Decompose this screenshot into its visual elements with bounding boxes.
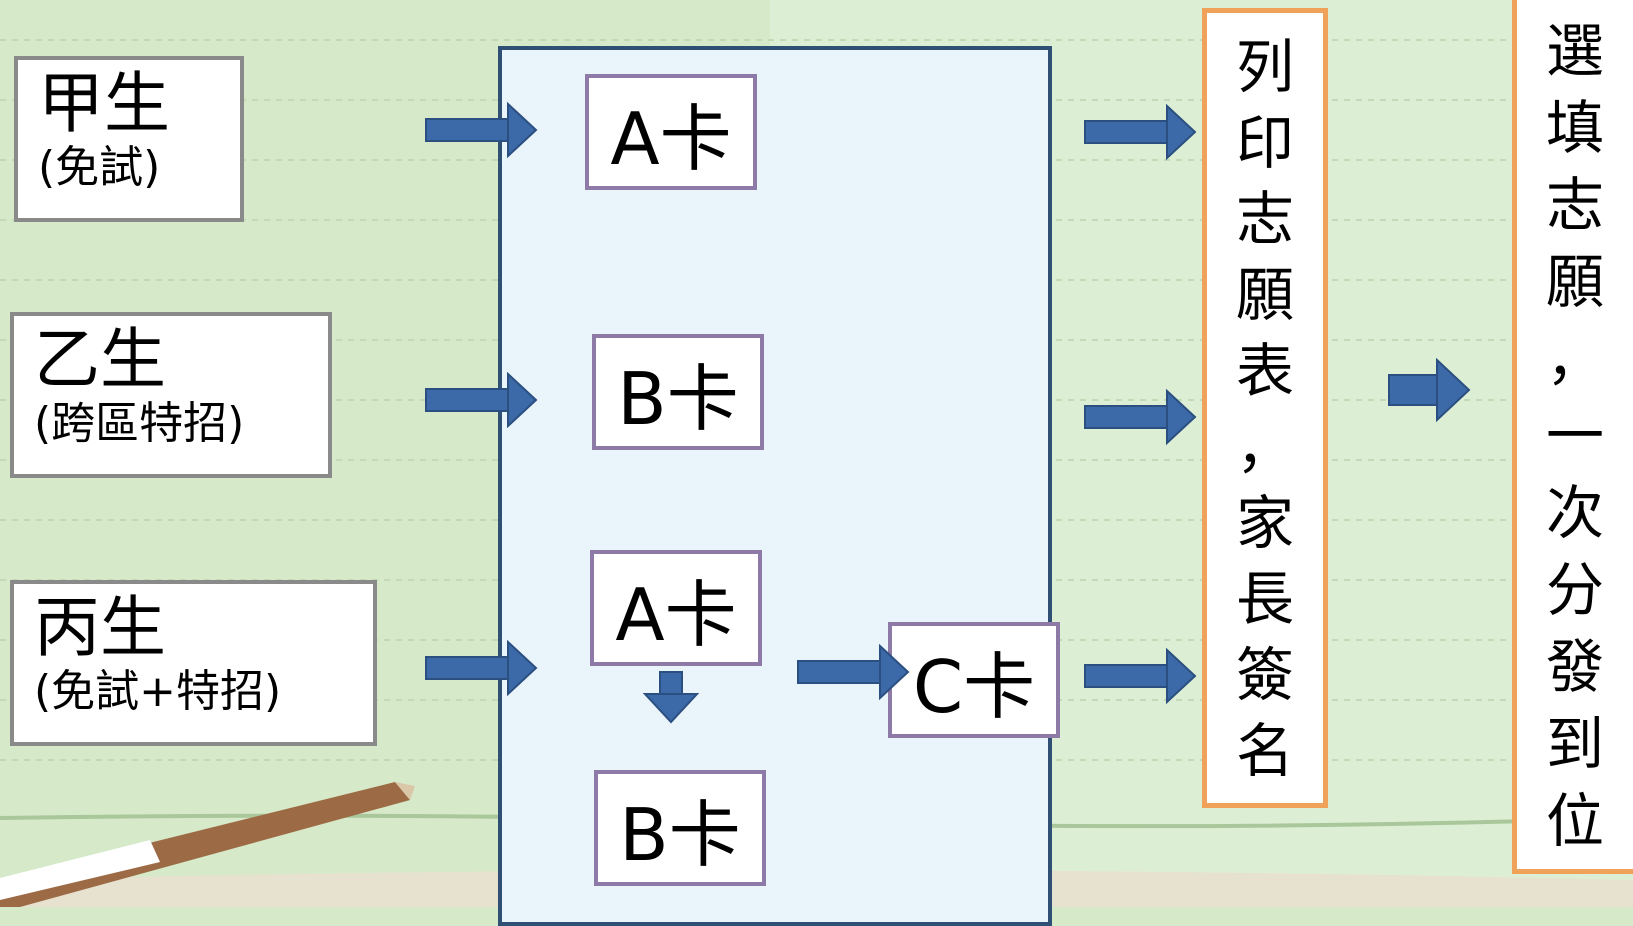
student-bing-box: 丙生 (免試+特招)	[10, 580, 377, 746]
final-char: 分	[1545, 556, 1604, 624]
final-char: 發	[1545, 633, 1604, 701]
card-a-1: A卡	[585, 74, 757, 190]
print-char: 志	[1235, 185, 1294, 253]
student-jia-box: 甲生 (免試)	[14, 56, 244, 222]
final-char: 選	[1545, 17, 1604, 85]
final-char: 位	[1545, 787, 1604, 855]
right-arrow-icon	[1084, 649, 1196, 703]
right-arrow-icon	[425, 641, 537, 695]
right-arrow-icon	[425, 373, 537, 427]
right-arrow-icon	[1388, 357, 1471, 423]
print-char: 家	[1235, 489, 1294, 557]
right-arrow-icon	[425, 103, 537, 157]
card-b-1: B卡	[592, 334, 764, 450]
print-char: 長	[1235, 565, 1294, 633]
card-panel	[498, 46, 1052, 926]
student-yi-name: 乙生	[34, 321, 166, 398]
final-char: 次	[1545, 479, 1604, 547]
student-jia-sub: (免試)	[38, 142, 161, 193]
final-assignment-box: 選 填 志 願 ， 一 次 分 發 到 位	[1512, 0, 1633, 874]
print-form-box: 列 印 志 願 表 ， 家 長 簽 名	[1202, 8, 1328, 808]
card-a-2: A卡	[590, 550, 762, 666]
print-char: 表	[1235, 337, 1294, 405]
student-yi-sub: (跨區特招)	[34, 398, 245, 449]
final-char: 一	[1545, 402, 1604, 470]
right-arrow-icon	[1084, 390, 1196, 444]
final-char: 填	[1545, 94, 1604, 162]
final-char: ，	[1545, 325, 1604, 393]
print-char: 印	[1235, 109, 1294, 177]
student-bing-sub: (免試+特招)	[34, 666, 282, 717]
card-c: C卡	[888, 622, 1060, 738]
pen-illustration	[0, 782, 415, 907]
print-char: 簽	[1235, 641, 1294, 709]
final-char: 願	[1545, 248, 1604, 316]
down-arrow-icon	[642, 671, 700, 724]
card-b-2: B卡	[594, 770, 766, 886]
student-bing-name: 丙生	[34, 589, 166, 666]
print-char: 名	[1235, 717, 1294, 785]
final-char: 志	[1545, 171, 1604, 239]
print-char: 願	[1235, 261, 1294, 329]
arrows-layer	[425, 103, 1471, 724]
print-char: ，	[1235, 413, 1294, 481]
final-char: 到	[1545, 710, 1604, 778]
print-char: 列	[1235, 33, 1294, 101]
right-arrow-icon	[797, 645, 909, 699]
right-arrow-icon	[1084, 105, 1196, 159]
student-jia-name: 甲生	[38, 65, 170, 142]
student-yi-box: 乙生 (跨區特招)	[10, 312, 332, 478]
